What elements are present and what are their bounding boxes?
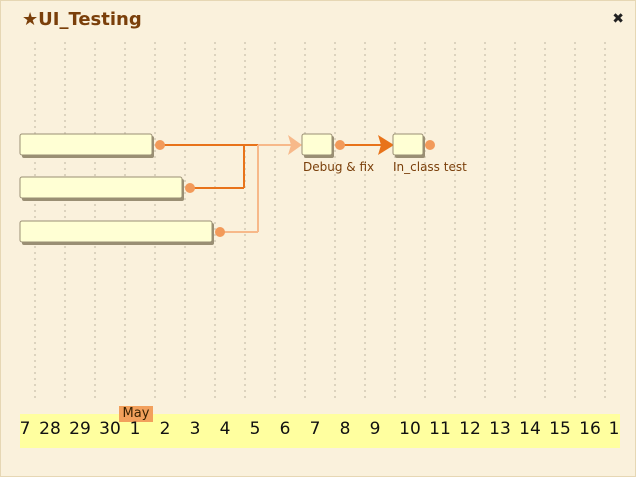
timeline-day: 14	[519, 419, 541, 439]
task-3-connector-handle[interactable]	[215, 227, 225, 237]
task-row-2[interactable]	[19, 176, 195, 201]
task-1-connector-handle[interactable]	[155, 140, 165, 150]
timeline-day: 30	[99, 419, 121, 439]
task-in-class-test[interactable]: In_class test	[392, 133, 467, 174]
timeline-day: 9	[369, 419, 381, 439]
task-row-1[interactable]	[19, 133, 165, 158]
inclass-connector-handle[interactable]	[425, 140, 435, 150]
timeline-day: 6	[279, 419, 291, 439]
timeline-day: 7	[19, 419, 31, 439]
timeline-day: 5	[249, 419, 261, 439]
arrow-to-inclass-icon	[378, 135, 394, 155]
timeline-day: 1	[608, 419, 620, 439]
timeline-day: 10	[399, 419, 421, 439]
timeline-day: 15	[549, 419, 571, 439]
timeline-day: 3	[189, 419, 201, 439]
dependency-connectors	[160, 135, 394, 233]
timeline-day: 12	[459, 419, 481, 439]
debug-connector-handle[interactable]	[335, 140, 345, 150]
timeline-day: 29	[69, 419, 91, 439]
month-badge: May	[119, 406, 153, 422]
timeline-day: 4	[219, 419, 231, 439]
task-row-3[interactable]	[19, 220, 225, 245]
timeline-day: 13	[489, 419, 511, 439]
timeline-day: 2	[159, 419, 171, 439]
task-debug-fix[interactable]: Debug & fix	[301, 133, 374, 174]
window-title: ★UI_Testing	[22, 9, 142, 30]
task-label-debug-fix: Debug & fix	[303, 160, 374, 174]
timeline-day: 7	[309, 419, 321, 439]
timeline-day: 11	[429, 419, 451, 439]
task-2-connector-handle[interactable]	[185, 183, 195, 193]
timeline-day: 8	[339, 419, 351, 439]
timeline-day: 28	[39, 419, 61, 439]
close-icon[interactable]: ✖	[612, 11, 624, 27]
timeline-day: 1	[129, 419, 141, 439]
timeline-day: 16	[579, 419, 601, 439]
arrow-to-debug-icon	[288, 135, 302, 155]
task-label-in-class-test: In_class test	[393, 160, 467, 174]
